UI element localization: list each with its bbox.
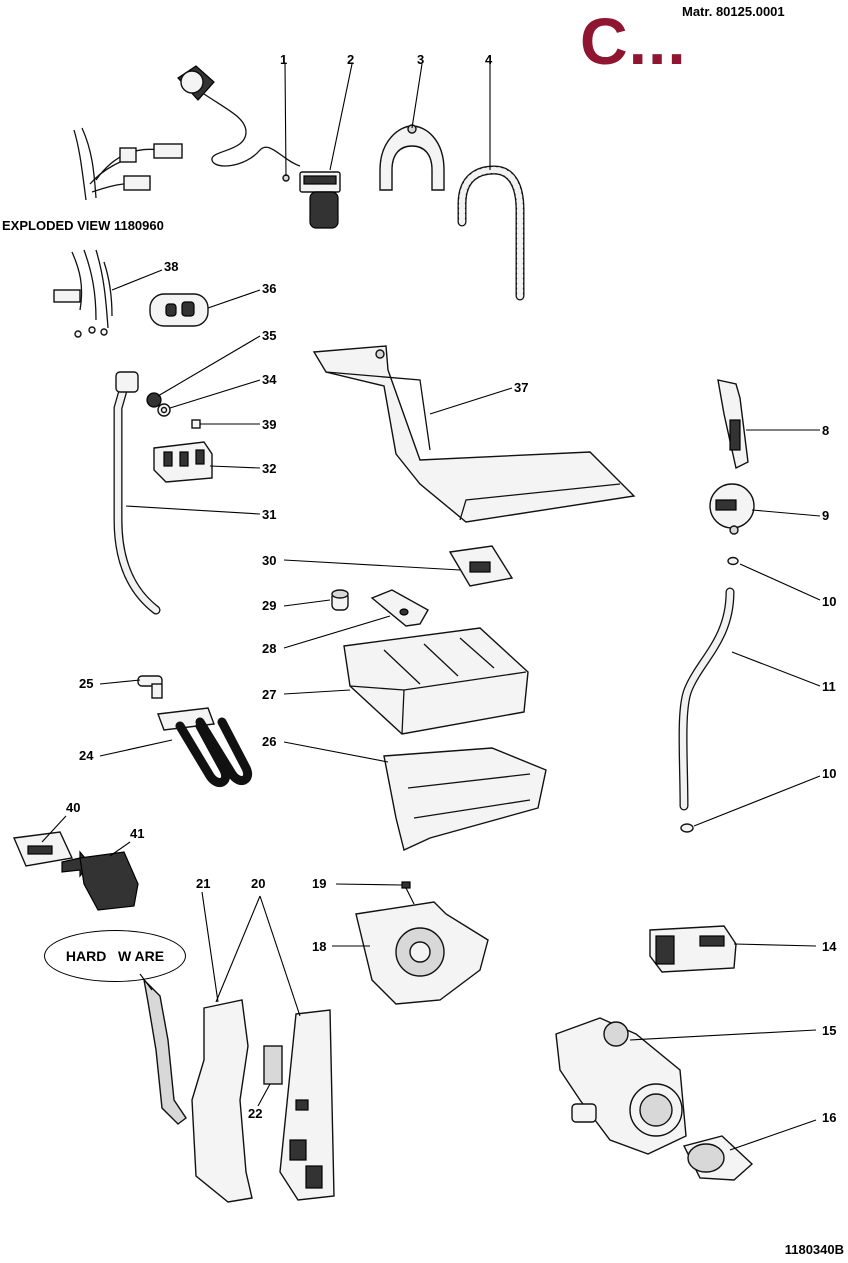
o-ring-lower-part — [680, 823, 694, 833]
door-lock-part — [649, 925, 737, 973]
label-25: 25 — [79, 676, 93, 691]
small-harness-part — [53, 249, 113, 338]
pump-housing-part — [355, 901, 489, 1005]
brand-letter: C... — [580, 4, 687, 78]
ribbon-cable-part — [142, 977, 187, 1125]
door-lock-bracket-part — [717, 379, 749, 470]
pressure-switch-part — [709, 483, 755, 535]
siphon-cap-part — [331, 589, 349, 611]
label-36: 36 — [262, 281, 276, 296]
label-18: 18 — [312, 939, 326, 954]
drawer-housing-part — [383, 747, 547, 851]
control-module-part — [12, 831, 139, 911]
screw-part — [401, 881, 415, 905]
label-39: 39 — [262, 417, 276, 432]
label-35: 35 — [262, 328, 276, 343]
label-19: 19 — [312, 876, 326, 891]
label-11: 11 — [822, 679, 836, 694]
hose-bracket-part — [379, 124, 445, 191]
hardware-label: HARD W ARE — [65, 948, 165, 964]
control-board-part — [279, 1009, 335, 1201]
label-20: 20 — [251, 876, 265, 891]
label-38: 38 — [164, 259, 178, 274]
label-8: 8 — [822, 423, 829, 438]
drain-hose-part — [457, 165, 525, 301]
label-32: 32 — [262, 461, 276, 476]
drain-pump-part — [555, 1017, 687, 1155]
label-22: 22 — [248, 1106, 262, 1121]
label-41: 41 — [130, 826, 144, 841]
label-14: 14 — [822, 939, 837, 954]
label-10-upper: 10 — [822, 594, 836, 609]
siphon-cover-part — [448, 545, 514, 587]
power-cord-part — [177, 65, 301, 167]
label-15: 15 — [822, 1023, 836, 1038]
label-26: 26 — [262, 734, 276, 749]
seal-part — [149, 293, 209, 327]
label-28: 28 — [262, 641, 276, 656]
siphon-part — [370, 589, 429, 627]
label-31: 31 — [262, 507, 276, 522]
label-34: 34 — [262, 372, 277, 387]
detergent-drawer-part — [343, 627, 529, 735]
label-10-lower: 10 — [822, 766, 836, 781]
heating-element-part — [157, 707, 252, 787]
label-24: 24 — [79, 748, 94, 763]
wiring-harness-part — [73, 127, 183, 201]
label-37: 37 — [514, 380, 528, 395]
label-27: 27 — [262, 687, 276, 702]
leader-lines — [41, 63, 821, 1151]
chip-part — [263, 1045, 283, 1085]
label-2: 2 — [347, 52, 354, 67]
fittings-part — [146, 392, 201, 429]
label-1: 1 — [280, 52, 287, 67]
label-21: 21 — [196, 876, 210, 891]
ntc-sensor-part — [137, 675, 163, 699]
label-30: 30 — [262, 553, 276, 568]
o-ring-upper-part — [727, 556, 739, 566]
pump-filter-part — [682, 1135, 754, 1181]
label-40: 40 — [66, 800, 80, 815]
label-9: 9 — [822, 508, 829, 523]
hardware-oval: HARD W ARE — [44, 930, 186, 982]
label-4: 4 — [485, 52, 493, 67]
label-16: 16 — [822, 1110, 836, 1125]
suppressor-part — [282, 171, 341, 229]
pressure-hose-part — [678, 587, 735, 811]
label-3: 3 — [417, 52, 424, 67]
dispenser-housing-part — [312, 345, 636, 523]
board-bracket-part — [191, 999, 253, 1203]
label-29: 29 — [262, 598, 276, 613]
pressure-tube-part — [113, 371, 161, 615]
exploded-view-reference: EXPLODED VIEW 1180960 — [2, 218, 164, 233]
material-code: Matr. 80125.0001 — [682, 4, 785, 19]
drawing-reference: 1180340B — [784, 1242, 844, 1257]
terminal-block-part — [153, 441, 213, 483]
